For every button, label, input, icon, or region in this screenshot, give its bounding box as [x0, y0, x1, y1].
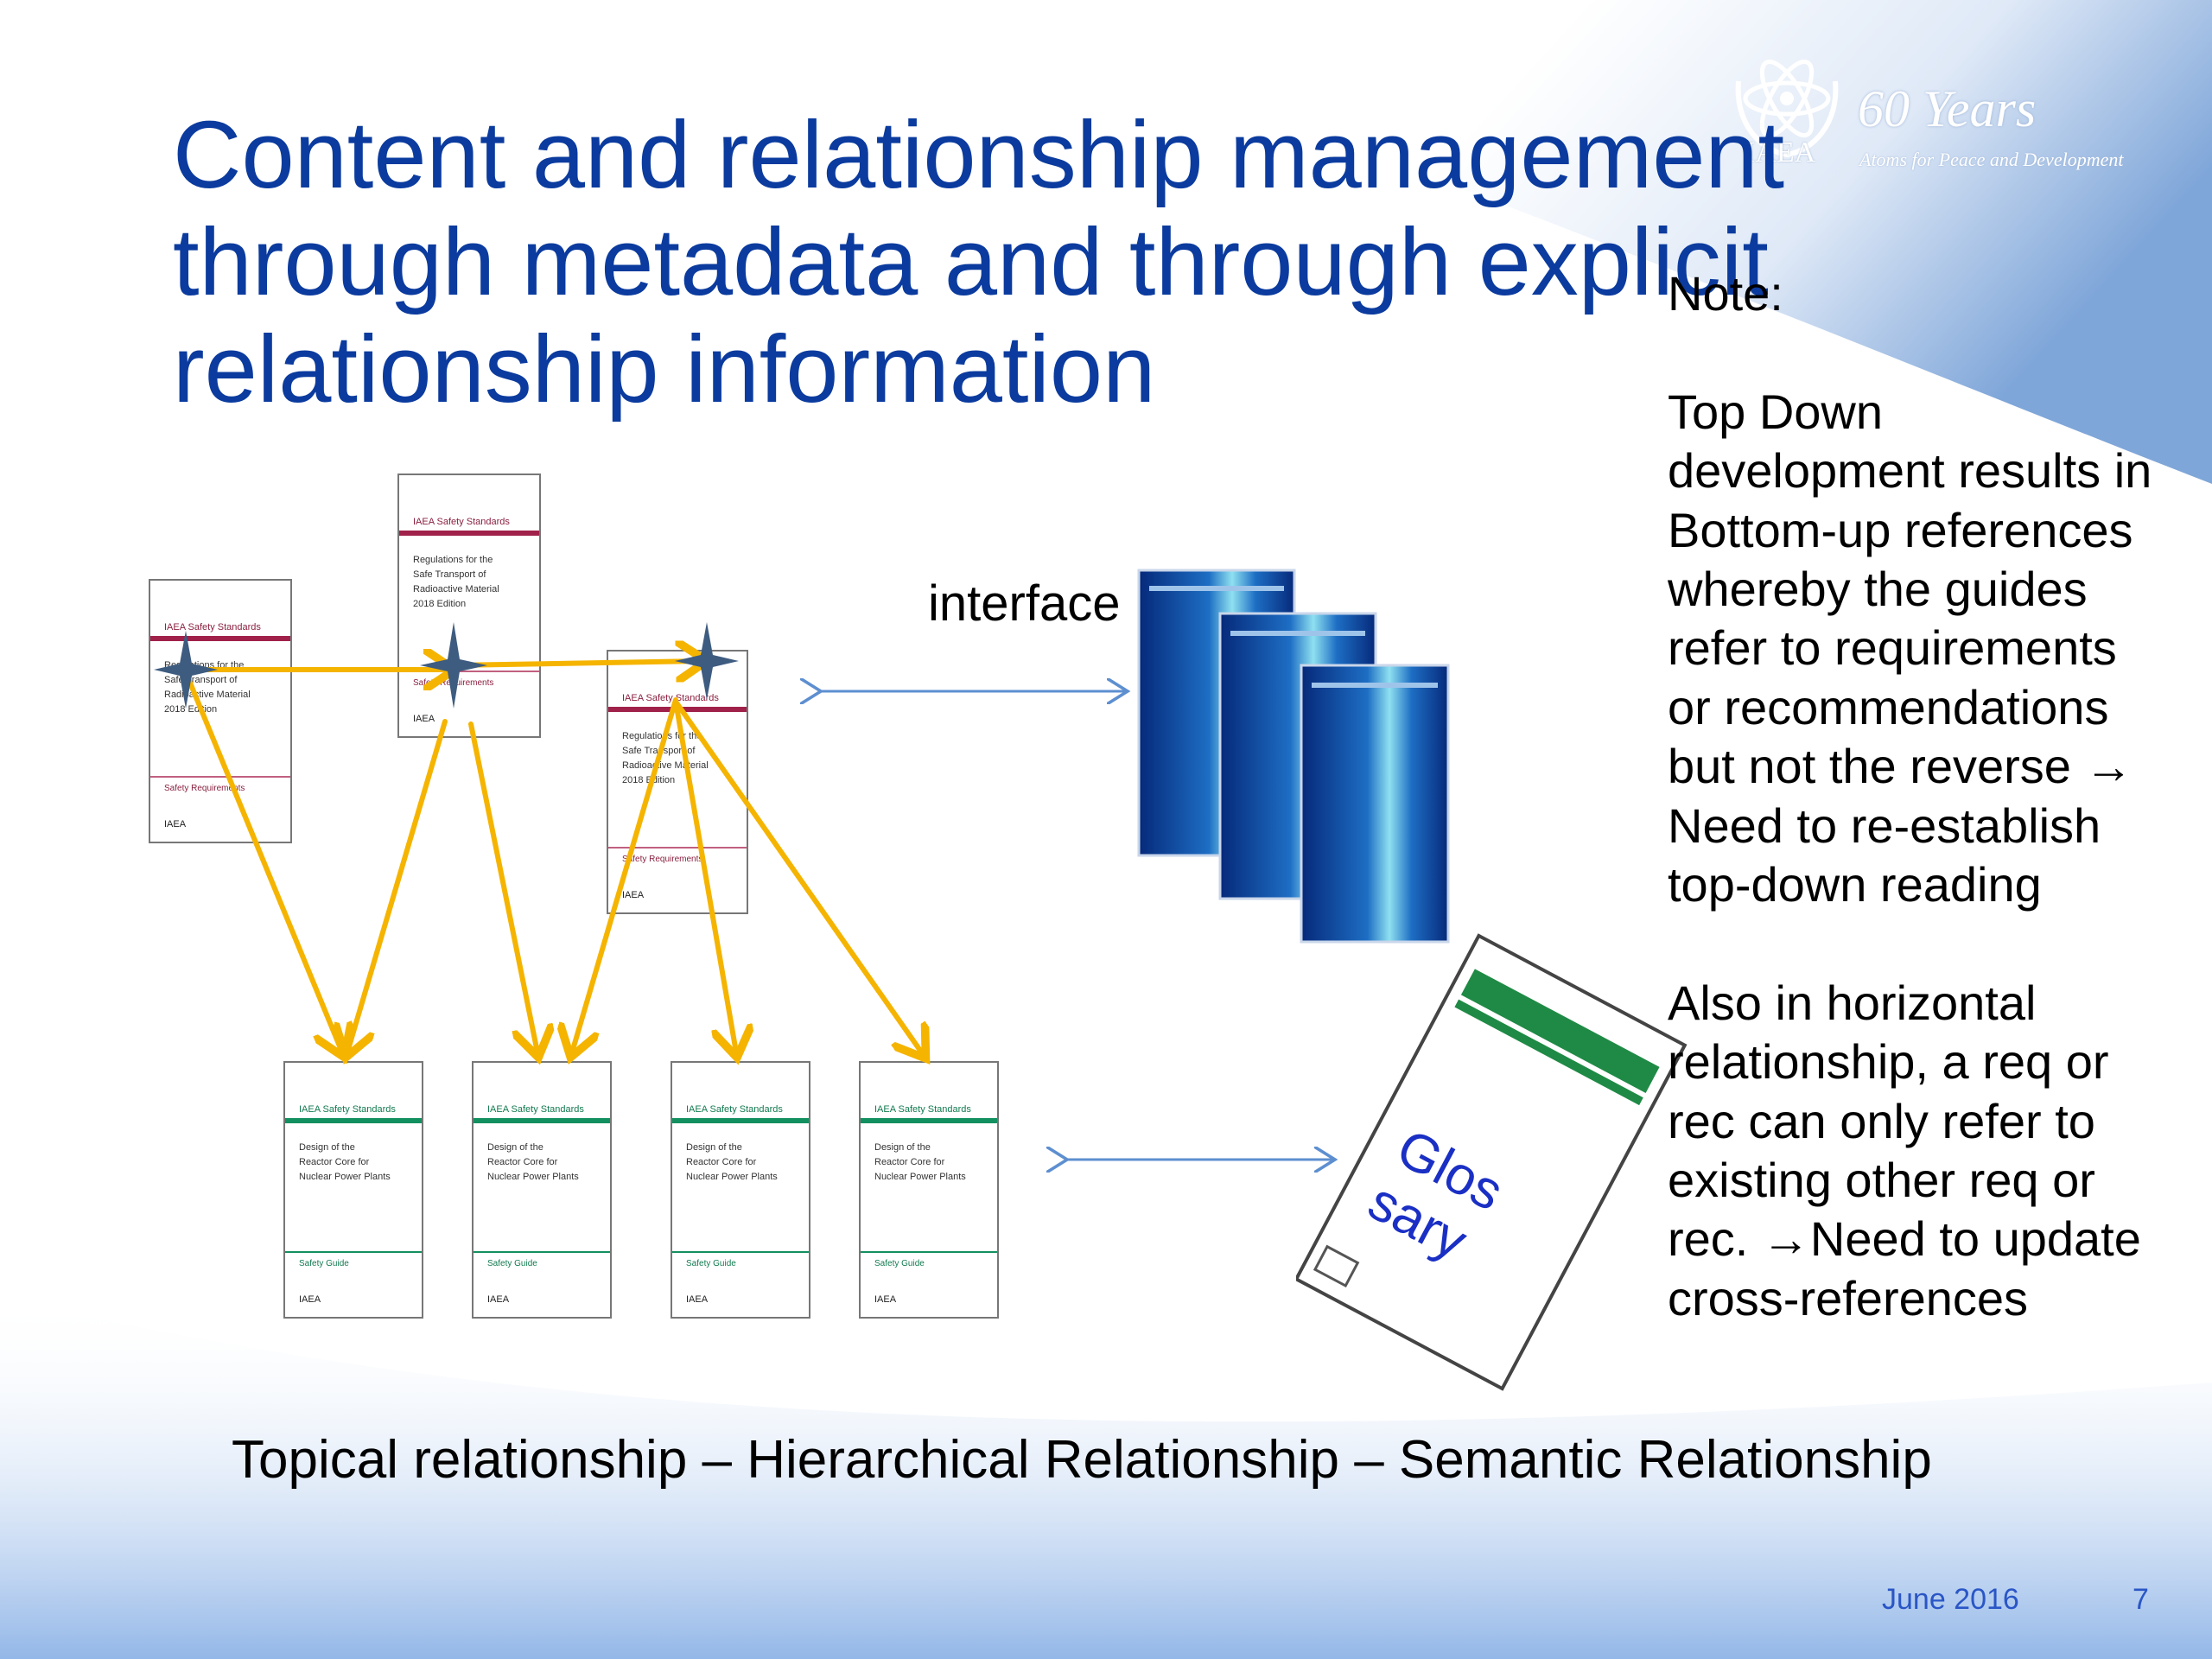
safety-guide-document-2: IAEA Safety Standards Design of the Reac…: [472, 1061, 612, 1319]
doc-series-bar: [672, 1118, 809, 1123]
arrow-req3-to-guide2: [572, 697, 678, 1052]
doc-iaea-logo: IAEA: [622, 890, 645, 900]
doc-series: IAEA Safety Standards: [874, 1104, 971, 1115]
requirements-document-2: IAEA Safety Standards Regulations for th…: [397, 474, 541, 738]
note-line-16: existing other req or: [1668, 1153, 2095, 1208]
logo-agency-text: IAEA: [1745, 137, 1816, 168]
doc-type: Safety Guide: [686, 1259, 736, 1268]
logo-years-text: 60 Years: [1858, 80, 2037, 137]
title-line-3: relationship information: [173, 316, 1156, 423]
arrow-req3-to-guide4: [673, 699, 923, 1054]
doc-iaea-logo: IAEA: [164, 819, 187, 830]
safety-guide-document-4: IAEA Safety Standards Design of the Reac…: [859, 1061, 999, 1319]
note-line-1: Note:: [1668, 266, 1783, 321]
doc-iaea-logo: IAEA: [686, 1294, 709, 1305]
interface-label: interface: [928, 575, 1121, 632]
note-text: Note: Top Down development results in Bo…: [1668, 264, 2203, 1328]
arrow-req2-to-guide1: [347, 719, 448, 1052]
arrow-req3-to-guide3: [673, 699, 736, 1052]
note-line-14: relationship, a req or: [1668, 1034, 2109, 1090]
arrow-req2-to-guide2: [468, 721, 537, 1052]
note-gap-2: [1668, 914, 2203, 973]
glossary-document: [1296, 933, 1688, 1391]
note-line-13: Also in horizontal: [1668, 975, 2037, 1030]
doc-series: IAEA Safety Standards: [686, 1104, 783, 1115]
requirements-document-1: IAEA Safety Standards Regulations for th…: [149, 579, 292, 843]
title-line-1: Content and relationship management: [173, 102, 1785, 208]
doc-iaea-logo: IAEA: [487, 1294, 510, 1305]
requirements-document-3: IAEA Safety Standards Regulations for th…: [607, 650, 748, 914]
arrow-req1-to-guide1: [183, 670, 342, 1052]
doc-series-bar: [285, 1118, 422, 1123]
note-line-9: but not the reverse →: [1668, 739, 2133, 794]
doc-series: IAEA Safety Standards: [299, 1104, 396, 1115]
footer-date: June 2016: [1882, 1583, 2019, 1616]
note-line-15: rec can only refer to: [1668, 1093, 2095, 1148]
star-marker-3: [675, 622, 739, 700]
doc-type: Safety Requirements: [164, 784, 245, 793]
doc-series-bar: [150, 636, 290, 641]
doc-type: Safety Guide: [487, 1259, 537, 1268]
iaea-logo: [1735, 59, 1839, 158]
doc-series-bar: [861, 1118, 997, 1123]
doc-divider: [608, 847, 747, 849]
note-line-17: rec. →Need to update: [1668, 1211, 2141, 1267]
slide-title: Content and relationship management thro…: [173, 102, 1866, 423]
note-line-6: whereby the guides: [1668, 562, 2088, 617]
note-line-8: or recommendations: [1668, 679, 2109, 734]
doc-divider: [861, 1251, 997, 1253]
note-line-4: development results in: [1668, 443, 2152, 499]
note-line-5: Bottom-up references: [1668, 502, 2133, 557]
doc-iaea-logo: IAEA: [299, 1294, 321, 1305]
doc-type: Safety Requirements: [622, 855, 703, 864]
doc-divider: [285, 1251, 422, 1253]
doc-series: IAEA Safety Standards: [413, 517, 510, 527]
logo-tagline: Atoms for Peace and Development: [1859, 149, 2124, 170]
note-line-11: top-down reading: [1668, 857, 2042, 912]
star-marker-2: [420, 622, 487, 709]
blue-publications-stack: [1137, 569, 1450, 944]
note-line-18: cross-references: [1668, 1270, 2029, 1325]
note-line-3: Top Down: [1668, 384, 1884, 439]
doc-iaea-logo: IAEA: [874, 1294, 897, 1305]
doc-title: Design of the Reactor Core for Nuclear P…: [874, 1142, 966, 1182]
note-line-7: refer to requirements: [1668, 620, 2117, 676]
doc-divider: [399, 671, 539, 672]
doc-series-bar: [399, 531, 539, 536]
doc-type: Safety Guide: [299, 1259, 349, 1268]
note-gap-1: [1668, 323, 2203, 382]
doc-type: Safety Guide: [874, 1259, 925, 1268]
arrow-req2-to-req3: [451, 661, 702, 665]
note-line-10: Need to re-establish: [1668, 798, 2101, 853]
doc-series: IAEA Safety Standards: [622, 693, 719, 703]
doc-divider: [474, 1251, 610, 1253]
doc-series: IAEA Safety Standards: [164, 622, 261, 632]
star-marker-1: [154, 631, 218, 709]
doc-title: Regulations for the Safe Transport of Ra…: [413, 555, 499, 609]
safety-guide-document-3: IAEA Safety Standards Design of the Reac…: [671, 1061, 810, 1319]
safety-guide-document-1: IAEA Safety Standards Design of the Reac…: [283, 1061, 423, 1319]
relationship-caption: Topical relationship – Hierarchical Rela…: [232, 1430, 1932, 1490]
doc-divider: [672, 1251, 809, 1253]
doc-divider: [150, 776, 290, 778]
doc-title: Design of the Reactor Core for Nuclear P…: [686, 1142, 778, 1182]
page-number: 7: [2133, 1583, 2149, 1616]
doc-series: IAEA Safety Standards: [487, 1104, 584, 1115]
title-line-2: through metadata and through explicit: [173, 209, 1769, 315]
doc-title: Design of the Reactor Core for Nuclear P…: [487, 1142, 579, 1182]
doc-title: Design of the Reactor Core for Nuclear P…: [299, 1142, 391, 1182]
doc-series-bar: [474, 1118, 610, 1123]
doc-iaea-logo: IAEA: [413, 714, 435, 724]
